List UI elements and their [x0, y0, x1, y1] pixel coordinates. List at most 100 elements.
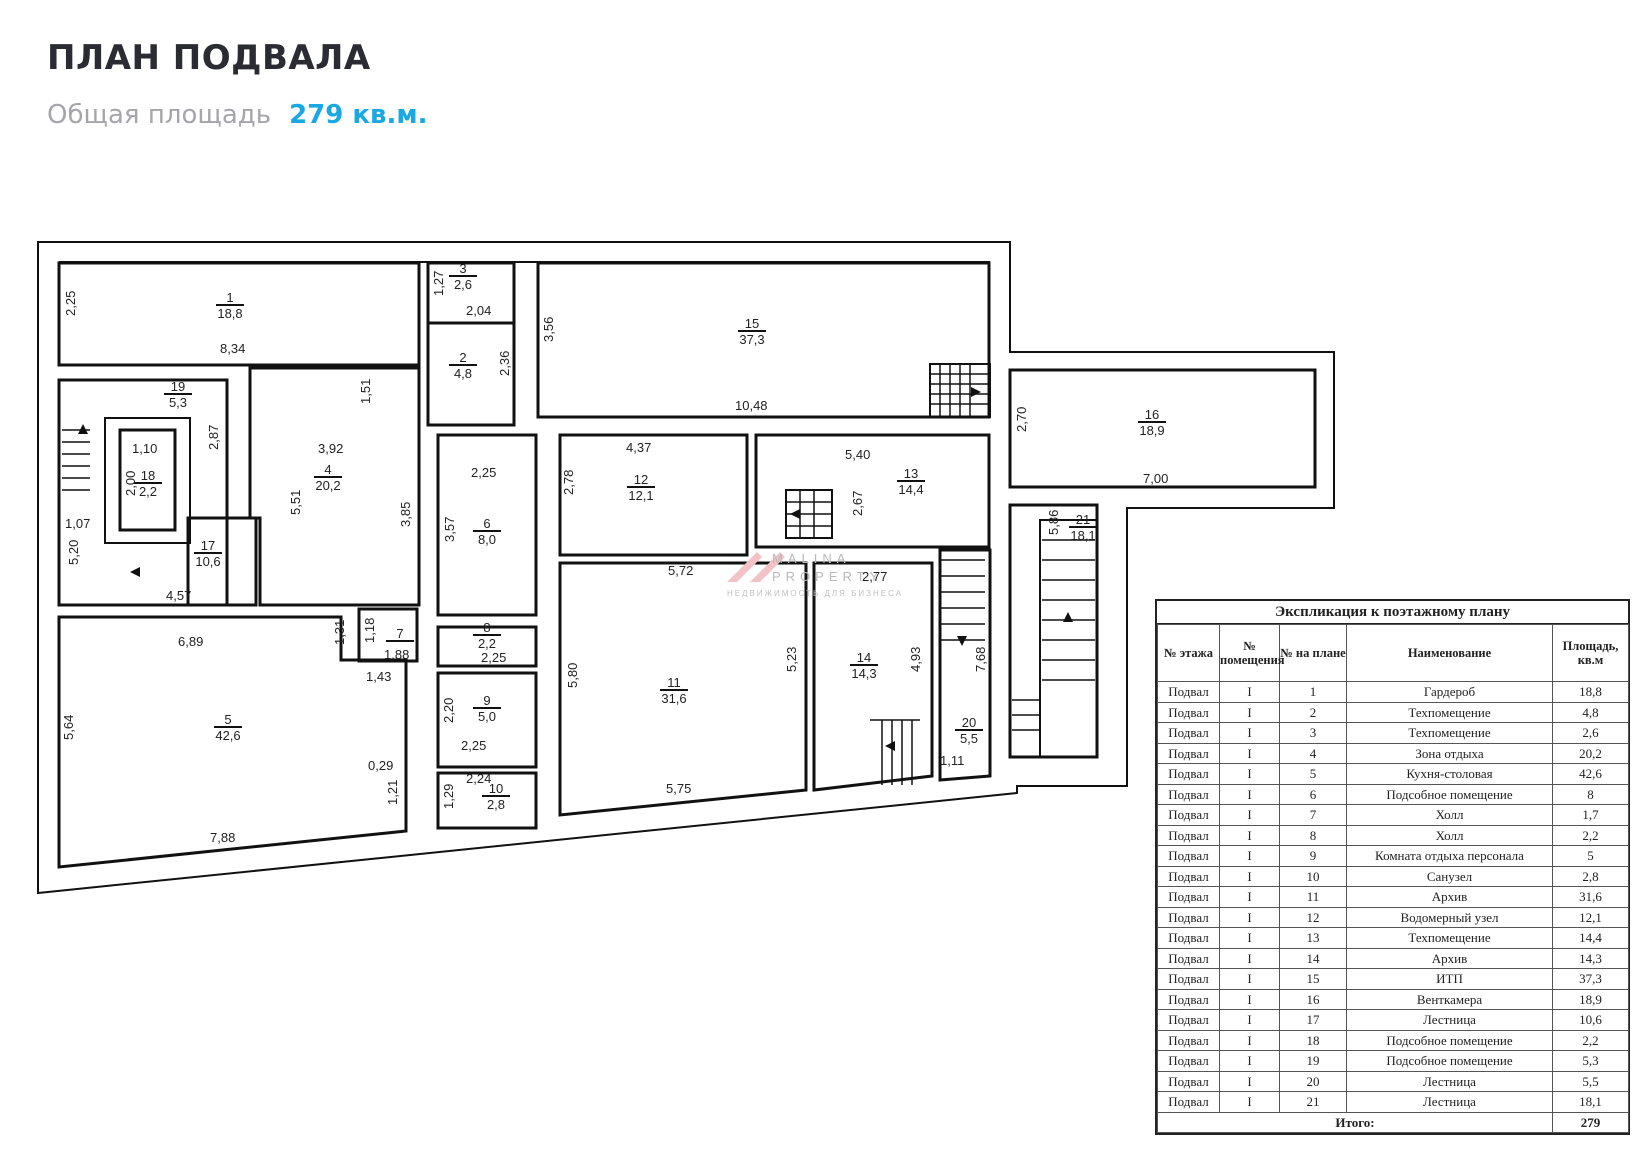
- cell-name: Кухня-столовая: [1346, 763, 1553, 785]
- room-6: 68,0: [473, 516, 501, 547]
- dimension-label: 5,72: [668, 563, 693, 578]
- room-area: 14,3: [851, 666, 876, 681]
- cell-floor: Подвал: [1157, 763, 1220, 785]
- dimension-label: 5,51: [288, 490, 303, 515]
- cell-name: Техпомещение: [1346, 927, 1553, 949]
- dimension-label: 1,10: [132, 441, 157, 456]
- dimension-label: 7,88: [210, 830, 235, 845]
- room-number: 20: [962, 715, 976, 730]
- dimension-label: 2,24: [466, 771, 491, 786]
- room-number: 2: [459, 350, 466, 365]
- dimension-label: 1,07: [65, 516, 90, 531]
- dimension-label: 7,68: [973, 647, 988, 672]
- plan-walls: [37, 241, 1335, 895]
- page-title: ПЛАН ПОДВАЛА: [47, 38, 371, 78]
- total-area-label: Общая площадь: [47, 100, 272, 130]
- cell-name: Лестница: [1346, 1070, 1553, 1092]
- cell-plan-number: 5: [1279, 763, 1347, 785]
- cell-floor: Подвал: [1157, 701, 1220, 723]
- cell-floor: Подвал: [1157, 968, 1220, 990]
- room-10: 102,8: [482, 781, 510, 812]
- room-4: 420,2: [314, 462, 342, 493]
- dimension-label: 2,25: [481, 650, 506, 665]
- dimension-label: 2,87: [206, 425, 221, 450]
- cell-premise: I: [1219, 886, 1280, 908]
- cell-floor: Подвал: [1157, 1091, 1220, 1113]
- room-number: 3: [459, 261, 466, 276]
- cell-floor: Подвал: [1157, 988, 1220, 1010]
- cell-name: Гардероб: [1346, 681, 1553, 703]
- cell-area: 18,1: [1552, 1091, 1629, 1113]
- dimension-label: 2,78: [561, 470, 576, 495]
- room-number: 6: [483, 516, 490, 531]
- cell-floor: Подвал: [1157, 845, 1220, 867]
- cell-plan-number: 17: [1279, 1009, 1347, 1031]
- cell-floor: Подвал: [1157, 947, 1220, 969]
- room-area: 14,4: [898, 482, 923, 497]
- room-area: 31,6: [661, 691, 686, 706]
- dimension-label: 1,18: [362, 618, 377, 643]
- dimension-label: 3,92: [318, 441, 343, 456]
- cell-plan-number: 14: [1279, 947, 1347, 969]
- dimension-label: 5,64: [61, 715, 76, 740]
- cell-name: Техпомещение: [1346, 701, 1553, 723]
- cell-plan-number: 16: [1279, 988, 1347, 1010]
- room-area: 10,6: [195, 554, 220, 569]
- cell-floor: Подвал: [1157, 927, 1220, 949]
- col-name: Наименование: [1346, 624, 1553, 682]
- room-number: 14: [857, 650, 871, 665]
- dimension-label: 3,56: [541, 317, 556, 342]
- room-area: 2,8: [487, 797, 505, 812]
- dimension-label: 1,43: [366, 669, 391, 684]
- cell-premise: I: [1219, 804, 1280, 826]
- cell-plan-number: 3: [1279, 722, 1347, 744]
- cell-premise: I: [1219, 906, 1280, 928]
- cell-premise: I: [1219, 988, 1280, 1010]
- cell-premise: I: [1219, 824, 1280, 846]
- room-area: 18,9: [1139, 423, 1164, 438]
- cell-area: 12,1: [1552, 906, 1629, 928]
- cell-premise: I: [1219, 1050, 1280, 1072]
- dimension-label: 1,88: [384, 647, 409, 662]
- dimension-label: 2,04: [466, 303, 491, 318]
- cell-name: Холл: [1346, 804, 1553, 826]
- cell-area: 37,3: [1552, 968, 1629, 990]
- table-header-row: № этажа № помещения № на плане Наименова…: [1157, 624, 1629, 682]
- cell-area: 10,6: [1552, 1009, 1629, 1031]
- cell-name: Подсобное помещение: [1346, 783, 1553, 805]
- room-area: 2,2: [139, 484, 157, 499]
- room-20: 205,5: [955, 715, 983, 746]
- dimension-label: 5,80: [565, 663, 580, 688]
- stair-arrows: [78, 387, 1073, 751]
- cell-premise: I: [1219, 681, 1280, 703]
- cell-area: 1,7: [1552, 804, 1629, 826]
- cell-premise: I: [1219, 1091, 1280, 1113]
- room-3: 32,6: [449, 261, 477, 292]
- cell-premise: I: [1219, 1070, 1280, 1092]
- dimension-label: 1,29: [441, 784, 456, 809]
- room-1: 118,8: [216, 290, 244, 321]
- room-number: 11: [667, 675, 681, 690]
- room-area: 18,8: [217, 306, 242, 321]
- room-area: 8,0: [478, 532, 496, 547]
- dimension-label: 1,51: [358, 379, 373, 404]
- cell-area: 2,8: [1552, 865, 1629, 887]
- cell-area: 5,3: [1552, 1050, 1629, 1072]
- cell-floor: Подвал: [1157, 681, 1220, 703]
- cell-plan-number: 15: [1279, 968, 1347, 990]
